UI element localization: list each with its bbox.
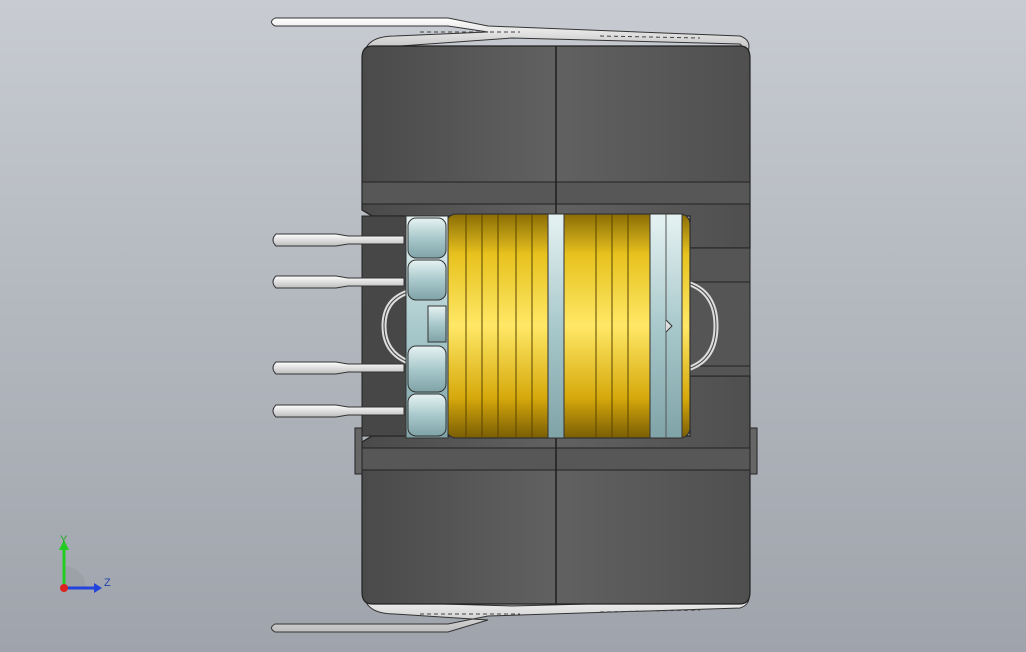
origin-dot <box>60 584 68 592</box>
top-clip[interactable] <box>271 17 750 53</box>
bobbin-terminals[interactable] <box>405 215 449 439</box>
bottom-clip[interactable] <box>271 591 750 633</box>
pin-4[interactable] <box>272 404 405 418</box>
pin-1[interactable] <box>272 233 405 247</box>
terminal-block-3[interactable] <box>407 345 447 393</box>
triad-arc <box>64 566 86 588</box>
z-axis-label: Z <box>104 577 111 589</box>
terminal-block-1[interactable] <box>407 217 447 259</box>
z-axis-arrow <box>94 583 102 593</box>
y-axis-arrow <box>59 540 69 550</box>
coil-winding[interactable] <box>445 213 691 439</box>
terminal-block-2[interactable] <box>407 259 447 301</box>
y-axis-label: Y <box>60 534 68 546</box>
pin-3[interactable] <box>272 361 405 375</box>
ferrite-core[interactable] <box>354 45 758 605</box>
terminal-block-4[interactable] <box>407 393 447 437</box>
pin-2[interactable] <box>272 275 405 289</box>
axis-triad: Y Z <box>59 534 111 593</box>
